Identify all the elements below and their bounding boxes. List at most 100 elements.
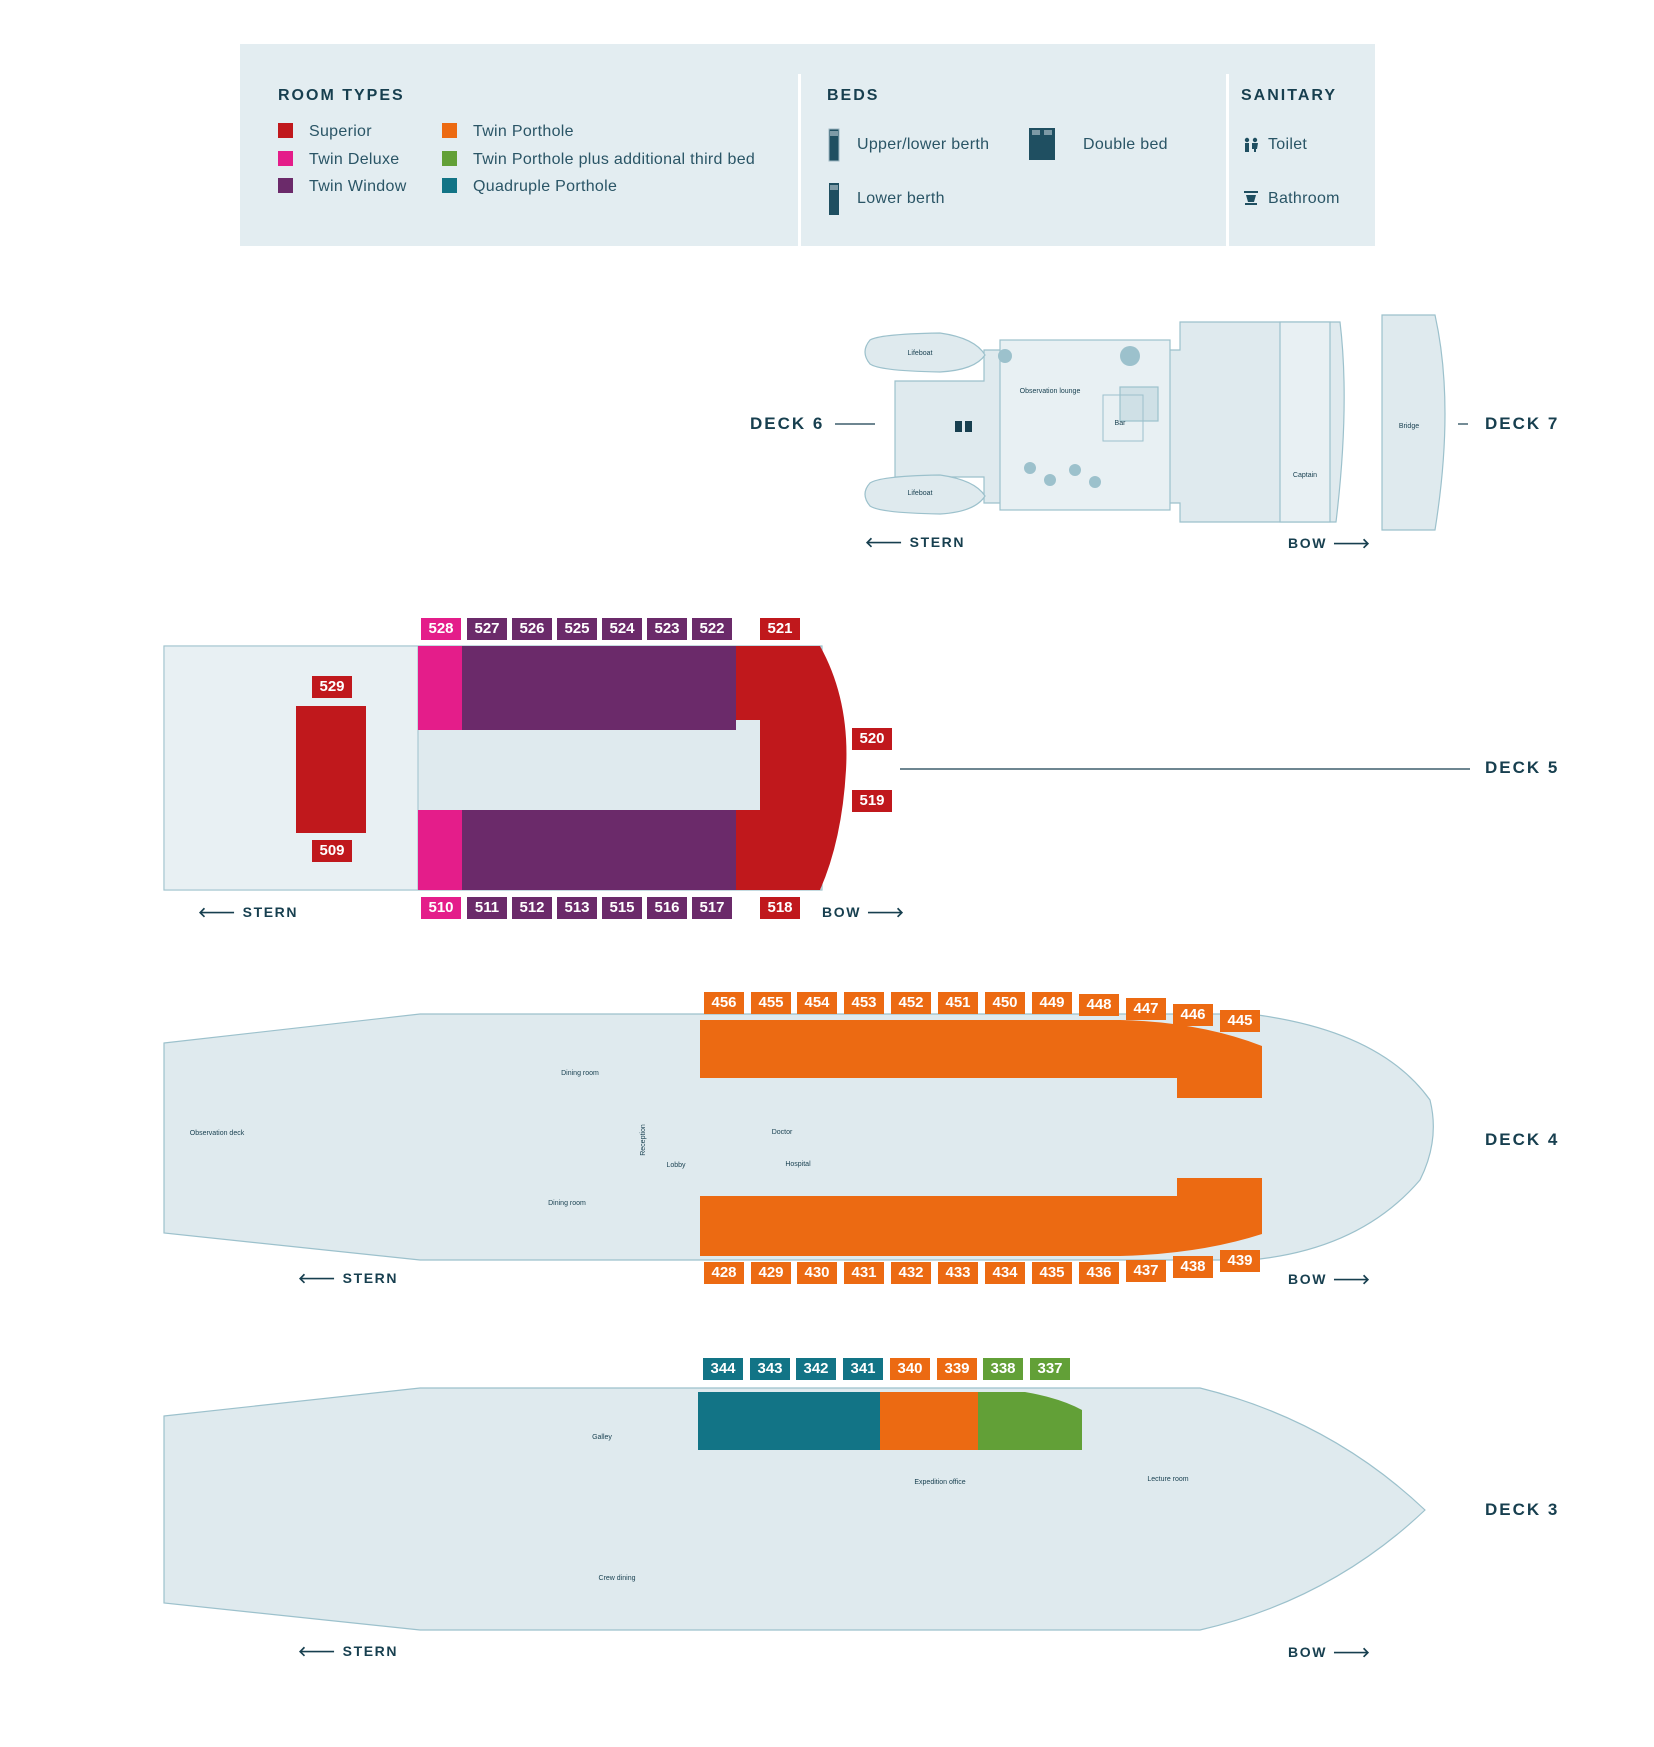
cabin-452[interactable]: 452 <box>891 992 931 1014</box>
lower-berth-icon <box>829 183 839 215</box>
deck3-quadruple-block <box>698 1392 880 1450</box>
beds-heading: BEDS <box>827 87 880 104</box>
deck7-label: DECK 7 <box>1485 414 1560 433</box>
hospital-label: Hospital <box>785 1161 811 1168</box>
deck4-top-cabins <box>700 1020 1262 1098</box>
cabin-450[interactable]: 450 <box>985 992 1025 1014</box>
cabin-437[interactable]: 437 <box>1126 1260 1166 1282</box>
deck6-label: DECK 6 <box>750 414 825 433</box>
cabin-513[interactable]: 513 <box>557 897 597 919</box>
lobby-label: Lobby <box>666 1162 686 1169</box>
lecture-room-label: Lecture room <box>1147 1476 1188 1483</box>
cabin-526[interactable]: 526 <box>512 618 552 640</box>
cabin-430[interactable]: 430 <box>797 1262 837 1284</box>
cabin-436[interactable]: 436 <box>1079 1262 1119 1284</box>
cabin-520[interactable]: 520 <box>852 728 892 750</box>
cabin-453[interactable]: 453 <box>844 992 884 1014</box>
deck5-label: DECK 5 <box>1485 758 1560 777</box>
toilet-label: Toilet <box>1268 136 1308 153</box>
deck7-hull <box>1381 314 1446 531</box>
double-bed-label: Double bed <box>1083 136 1168 153</box>
upper-lower-berth-icon <box>828 128 840 162</box>
cabin-455[interactable]: 455 <box>751 992 791 1014</box>
cabin-525[interactable]: 525 <box>557 618 597 640</box>
deck3-porthole-block <box>880 1392 978 1450</box>
cabin-337[interactable]: 337 <box>1030 1358 1070 1380</box>
cabin-523[interactable]: 523 <box>647 618 687 640</box>
deck6-stern: 🡐 STERN <box>865 534 966 550</box>
legend-superior: Superior <box>278 123 372 141</box>
deck4-stern: 🡐 STERN <box>298 1270 399 1286</box>
cabin-338[interactable]: 338 <box>983 1358 1023 1380</box>
cabin-343[interactable]: 343 <box>750 1358 790 1380</box>
cabin-432[interactable]: 432 <box>891 1262 931 1284</box>
legend-panel: ROOM TYPES Superior Twin Deluxe Twin Win… <box>240 44 1375 246</box>
legend-quadruple-porthole: Quadruple Porthole <box>442 178 617 196</box>
cabin-439[interactable]: 439 <box>1220 1250 1260 1272</box>
deck3-bow: BOW 🡒 <box>1288 1644 1372 1660</box>
bathroom-label: Bathroom <box>1268 190 1340 207</box>
legend-divider <box>798 74 801 246</box>
bathroom-icon <box>1244 191 1258 205</box>
cabin-428[interactable]: 428 <box>704 1262 744 1284</box>
legend-divider <box>1226 74 1229 246</box>
deck4-label: DECK 4 <box>1485 1130 1560 1149</box>
legend-twin-porthole: Twin Porthole <box>442 123 574 141</box>
cabin-522[interactable]: 522 <box>692 618 732 640</box>
observation-lounge-label: Observation lounge <box>1020 388 1081 395</box>
legend-twin-porthole-third-bed: Twin Porthole plus additional third bed <box>442 151 755 169</box>
cabin-451[interactable]: 451 <box>938 992 978 1014</box>
deck3-hull <box>163 1387 1426 1631</box>
deck5-bow-superior <box>736 646 847 890</box>
cabin-429[interactable]: 429 <box>751 1262 791 1284</box>
cabin-529[interactable]: 529 <box>312 676 352 698</box>
deck5-bow: BOW 🡒 <box>822 904 906 920</box>
cabin-512[interactable]: 512 <box>512 897 552 919</box>
quadruple-swatch <box>442 178 457 193</box>
deck6-bow: BOW 🡒 <box>1288 535 1372 551</box>
cabin-528[interactable]: 528 <box>421 618 461 640</box>
galley-label: Galley <box>592 1434 612 1441</box>
cabin-339[interactable]: 339 <box>937 1358 977 1380</box>
cabin-515[interactable]: 515 <box>602 897 642 919</box>
cabin-434[interactable]: 434 <box>985 1262 1025 1284</box>
cabin-431[interactable]: 431 <box>844 1262 884 1284</box>
cabin-449[interactable]: 449 <box>1032 992 1072 1014</box>
superior-swatch <box>278 123 293 138</box>
cabin-344[interactable]: 344 <box>703 1358 743 1380</box>
cabin-433[interactable]: 433 <box>938 1262 978 1284</box>
reception-label: Reception <box>640 1124 647 1156</box>
cabin-447[interactable]: 447 <box>1126 998 1166 1020</box>
lifeboat-bottom-shape <box>864 474 986 515</box>
cabin-509[interactable]: 509 <box>312 840 352 862</box>
cabin-519[interactable]: 519 <box>852 790 892 812</box>
cabin-510[interactable]: 510 <box>421 897 461 919</box>
deck3-label: DECK 3 <box>1485 1500 1560 1519</box>
third-bed-swatch <box>442 151 457 166</box>
cabin-342[interactable]: 342 <box>796 1358 836 1380</box>
cabin-445[interactable]: 445 <box>1220 1010 1260 1032</box>
cabin-524[interactable]: 524 <box>602 618 642 640</box>
room-types-heading: ROOM TYPES <box>278 87 405 104</box>
cabin-521[interactable]: 521 <box>760 618 800 640</box>
dining-room-bottom-label: Dining room <box>548 1200 586 1207</box>
cabin-435[interactable]: 435 <box>1032 1262 1072 1284</box>
cabin-446[interactable]: 446 <box>1173 1004 1213 1026</box>
cabin-517[interactable]: 517 <box>692 897 732 919</box>
deck5-stern: 🡐 STERN <box>198 904 299 920</box>
deck4-bottom-cabins <box>700 1178 1262 1256</box>
twin-deluxe-swatch <box>278 151 293 166</box>
cabin-518[interactable]: 518 <box>760 897 800 919</box>
cabin-341[interactable]: 341 <box>843 1358 883 1380</box>
cabin-448[interactable]: 448 <box>1079 994 1119 1016</box>
cabin-438[interactable]: 438 <box>1173 1256 1213 1278</box>
cabin-454[interactable]: 454 <box>797 992 837 1014</box>
sanitary-heading: SANITARY <box>1241 87 1337 104</box>
cabin-527[interactable]: 527 <box>467 618 507 640</box>
cabin-511[interactable]: 511 <box>467 897 507 919</box>
cabin-456[interactable]: 456 <box>704 992 744 1014</box>
cabin-516[interactable]: 516 <box>647 897 687 919</box>
twin-window-swatch <box>278 178 293 193</box>
cabin-340[interactable]: 340 <box>890 1358 930 1380</box>
